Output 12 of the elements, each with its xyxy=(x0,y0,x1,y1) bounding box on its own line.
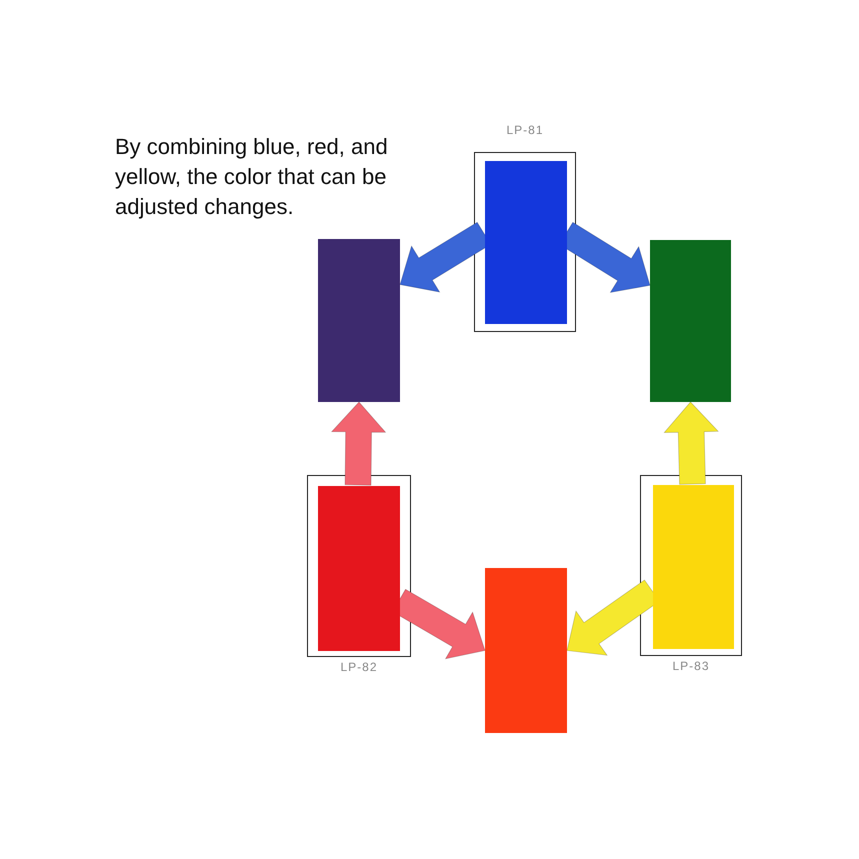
color-swatch-rect xyxy=(485,161,567,324)
color-swatch-rect xyxy=(653,485,734,649)
color-swatch-rect xyxy=(650,240,731,402)
color-swatch-rect xyxy=(318,486,400,651)
block-arrow xyxy=(664,402,719,485)
description-text: By combining blue, red, and yellow, the color that can be adjusted changes. xyxy=(115,133,389,221)
color-swatch-rect xyxy=(485,568,567,733)
filter-code-label: LP-81 xyxy=(506,123,544,137)
filter-code-label: LP-83 xyxy=(672,659,710,673)
block-arrow xyxy=(330,402,386,486)
color-swatch-rect xyxy=(318,239,400,402)
filter-code-label: LP-82 xyxy=(340,660,378,674)
